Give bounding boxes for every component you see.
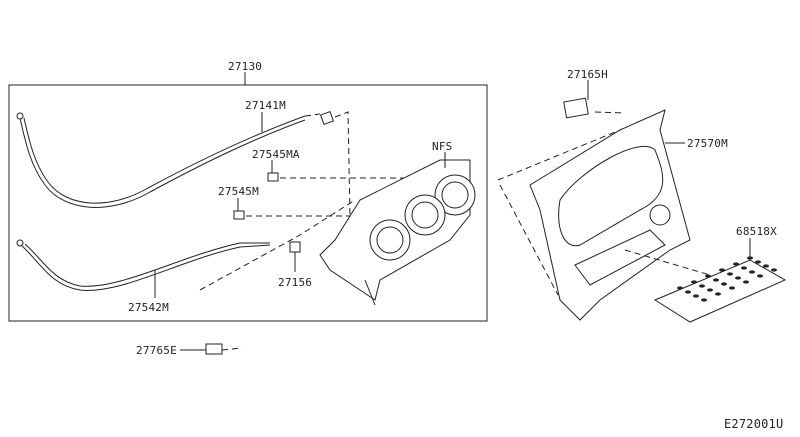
figure-code: E272001U (724, 417, 783, 431)
label-27542M: 27542M (128, 301, 169, 314)
mat-hole (701, 298, 707, 302)
label-27156: 27156 (278, 276, 312, 289)
mat-hole (757, 274, 763, 278)
mat-hole (691, 280, 697, 284)
mat-hole (719, 268, 725, 272)
mat-hole (749, 270, 755, 274)
mat-hole (685, 290, 691, 294)
label-27165H: 27165H (567, 68, 608, 81)
cable-lower (16, 239, 271, 291)
assembly-frame (8, 84, 488, 322)
label-68518X: 68518X (736, 225, 777, 238)
clip-27545M (233, 210, 245, 220)
mat-68518X (653, 256, 787, 323)
mat-hole (743, 280, 749, 284)
label-27545MA: 27545MA (252, 148, 300, 161)
connector-27765E (205, 343, 223, 355)
mat-hole (677, 286, 683, 290)
mat-hole (705, 274, 711, 278)
mat-hole (707, 288, 713, 292)
mat-hole (727, 272, 733, 276)
heater-control-unit (319, 159, 476, 306)
label-NFS: NFS (432, 140, 452, 153)
label-27545M: 27545M (218, 185, 259, 198)
clip-27545MA (267, 172, 279, 182)
mat-hole (755, 260, 761, 264)
mat-hole (741, 266, 747, 270)
label-27141M: 27141M (245, 99, 286, 112)
switch-27165H (563, 97, 589, 119)
mat-hole (735, 276, 741, 280)
mat-hole (693, 294, 699, 298)
label-27570M: 27570M (687, 137, 728, 150)
cable-upper (16, 110, 335, 208)
mat-hole (721, 282, 727, 286)
mat-hole (729, 286, 735, 290)
mat-hole (713, 278, 719, 282)
label-27130: 27130 (228, 60, 262, 73)
mat-hole (699, 284, 705, 288)
mat-hole (715, 292, 721, 296)
finisher-27570M (529, 109, 691, 321)
clamp-27156 (289, 241, 301, 253)
label-27765E: 27765E (136, 344, 177, 357)
mat-hole (771, 268, 777, 272)
mat-hole (733, 262, 739, 266)
mat-hole (763, 264, 769, 268)
